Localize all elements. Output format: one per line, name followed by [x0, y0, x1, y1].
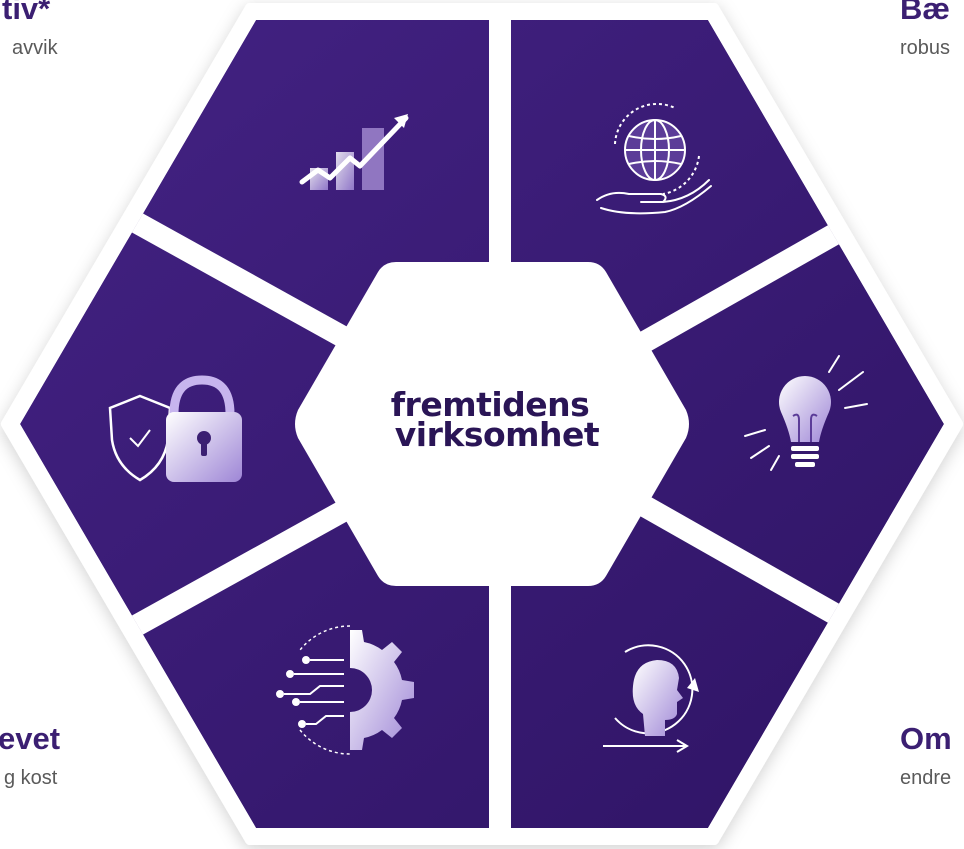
center-hexagon — [295, 262, 689, 586]
lightbulb-icon — [744, 355, 868, 471]
corner-bottom-left-title: evet — [0, 721, 61, 756]
corner-top-left-title: tiv* — [2, 0, 51, 26]
corner-bottom-left-subtitle: g kost — [4, 767, 58, 789]
corner-top-right-title: Bæ — [900, 0, 950, 26]
growth-chart-icon — [299, 114, 409, 190]
corner-bottom-right-subtitle: endre — [900, 767, 952, 789]
digital-gear-icon — [276, 625, 414, 755]
center-label-line1: fremtidens — [390, 385, 590, 424]
shield-lock-icon — [108, 375, 242, 482]
corner-top-left-subtitle: avvik — [12, 37, 58, 59]
head-cycle-icon — [603, 644, 699, 753]
corner-top-right-subtitle: robus — [900, 37, 951, 59]
corner-bottom-right-title: Om — [900, 721, 952, 756]
globe-in-hand-icon — [596, 102, 712, 215]
center-label: fremtidens virksomhet — [330, 385, 650, 454]
center-label-line2: virksomhet — [394, 415, 600, 454]
